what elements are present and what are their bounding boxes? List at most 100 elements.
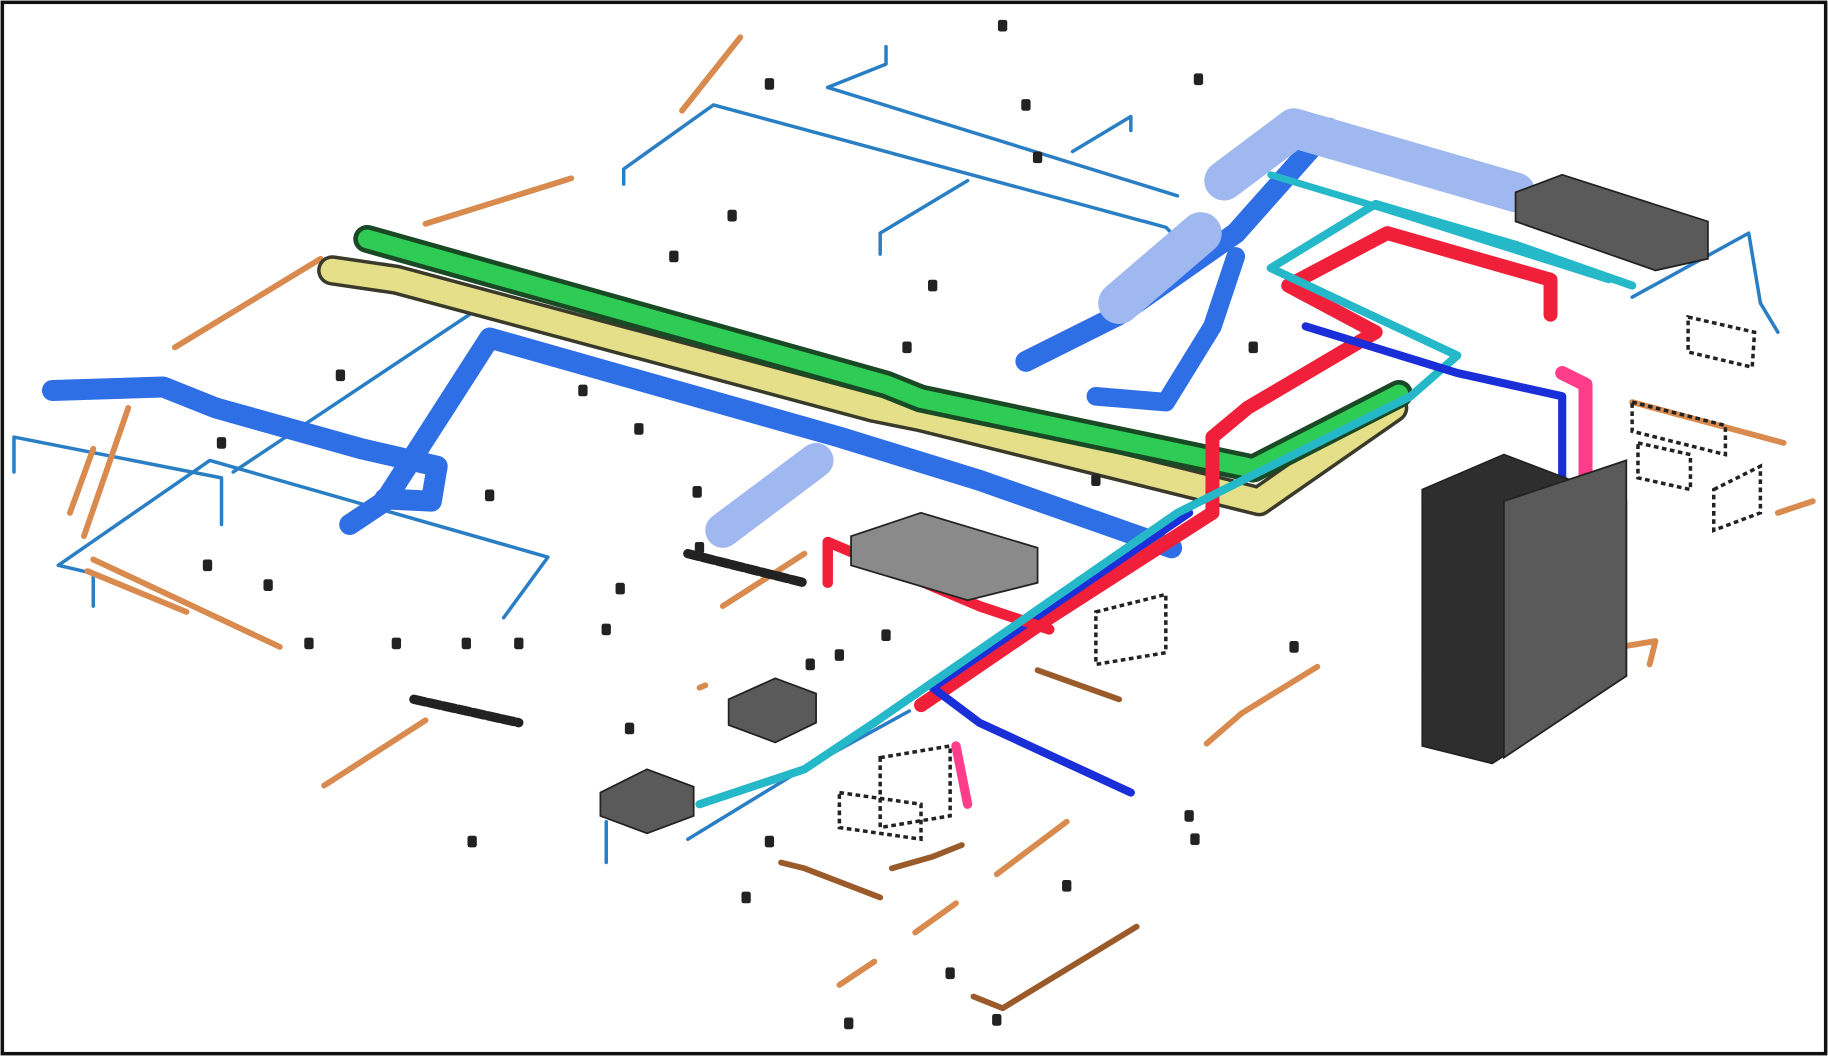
- chilled-pipe: [1267, 171, 1613, 284]
- air-handling-unit: [599, 768, 695, 835]
- copper-pipe: [696, 682, 709, 691]
- pipe-hanger: [263, 579, 273, 591]
- pipe-hanger: [669, 250, 679, 263]
- copper-pipe: [1617, 638, 1659, 668]
- supply-duct: [41, 376, 448, 512]
- pipe-hanger: [805, 658, 815, 671]
- copper-pipe: [993, 818, 1070, 878]
- thin-pipe: [825, 44, 888, 90]
- pipe-hanger: [1289, 641, 1299, 653]
- thin-pipe: [231, 307, 480, 474]
- supply-duct: [705, 442, 834, 548]
- return-duct-green: [357, 229, 1409, 478]
- thin-pipe: [878, 178, 970, 256]
- pipe-hanger: [1032, 151, 1043, 164]
- valve-cluster: [878, 743, 952, 830]
- pipe-hanger: [1184, 810, 1194, 822]
- thin-pipe: [12, 435, 224, 527]
- copper-pipe: [84, 568, 190, 615]
- chilled-pipe: [695, 199, 1637, 809]
- copper-pipe: [171, 255, 324, 351]
- heating-pipe: [1555, 365, 1593, 520]
- brown-pipe: [888, 842, 965, 872]
- valve-cluster: [837, 790, 923, 842]
- thin-pipe: [1070, 114, 1133, 154]
- damper-row: [409, 694, 524, 728]
- pipe-hanger: [1062, 880, 1072, 892]
- copper-pipe: [67, 445, 97, 516]
- copper-pipe: [321, 717, 429, 789]
- brown-pipe: [1034, 667, 1123, 703]
- valve-cluster: [1686, 314, 1757, 370]
- brown-pipe: [778, 859, 884, 901]
- pipe-hanger: [624, 722, 635, 735]
- pipe-hanger: [844, 1017, 854, 1030]
- pipe-hanger: [202, 559, 213, 572]
- heating-pipe: [914, 226, 1558, 713]
- pipe-hanger: [391, 637, 402, 650]
- pipe-hanger: [1193, 73, 1204, 86]
- copper-pipe: [1774, 498, 1816, 516]
- pipe-hanger: [945, 967, 955, 980]
- fan-coil-unit: [850, 511, 1039, 602]
- pipe-hanger: [461, 637, 471, 650]
- pipe-hanger: [216, 437, 227, 449]
- equipment-layer: [599, 173, 1709, 835]
- pipe-hanger: [578, 384, 588, 397]
- hydronic-pipe-layer: [695, 171, 1637, 809]
- pipe-hanger: [997, 19, 1008, 32]
- pipe-hanger: [694, 541, 705, 554]
- heating-pipe: [928, 508, 1194, 797]
- pipe-hanger: [484, 489, 495, 502]
- copper-pipe: [719, 550, 808, 610]
- air-handling-unit: [1514, 173, 1709, 272]
- pink-pipe: [951, 741, 973, 809]
- pipe-hanger: [727, 209, 737, 222]
- copper-pipe: [90, 556, 283, 650]
- return-duct-yellow: [320, 258, 1405, 513]
- valve-cluster: [1636, 440, 1693, 492]
- pipe-hanger: [514, 637, 524, 650]
- pipe-hanger: [467, 835, 477, 848]
- thin-pipe: [621, 103, 1180, 241]
- supply-duct-light: [1204, 108, 1536, 213]
- copper-pipe: [81, 405, 132, 540]
- pipe-hanger: [927, 279, 938, 292]
- valve-cluster: [1630, 399, 1728, 457]
- pipe-hanger: [692, 486, 702, 498]
- thin-pipe-layer: [12, 44, 1780, 865]
- pipe-hanger: [881, 629, 891, 642]
- pipe-hanger: [615, 582, 625, 595]
- pipe-hanger: [1021, 99, 1031, 111]
- copper-pipe: [912, 900, 959, 936]
- copper-pipe: [422, 175, 575, 227]
- air-handling-unit: [727, 677, 817, 744]
- brown-pipe: [970, 923, 1140, 1012]
- copper-pipe: [836, 958, 878, 988]
- hanger-layer: [202, 19, 1763, 1030]
- pipe-hanger: [764, 835, 775, 848]
- copper-pipe: [679, 34, 744, 114]
- pipe-hanger: [335, 369, 346, 382]
- pipe-hanger: [902, 341, 912, 354]
- supply-duct: [339, 327, 1183, 559]
- equipment-tower-face: [1503, 459, 1628, 760]
- pipe-hanger: [1190, 833, 1200, 846]
- copper-pipe: [1203, 663, 1321, 747]
- pipe-hanger: [634, 423, 644, 435]
- pipe-hanger: [834, 649, 845, 661]
- pipe-hanger: [764, 78, 775, 90]
- damper-row: [683, 548, 810, 588]
- pipe-hanger: [1091, 474, 1101, 487]
- supply-duct-light: [1098, 212, 1222, 325]
- pipe-hanger: [601, 623, 611, 636]
- supply-duct: [1086, 247, 1246, 412]
- pipe-hanger: [304, 637, 314, 650]
- thin-pipe: [825, 85, 1180, 198]
- condensate-pipe: [1301, 322, 1567, 517]
- pipe-hanger: [992, 1014, 1002, 1026]
- duct-layer: [41, 108, 1536, 559]
- pipe-hanger: [741, 891, 751, 904]
- thin-pipe: [1630, 231, 1780, 334]
